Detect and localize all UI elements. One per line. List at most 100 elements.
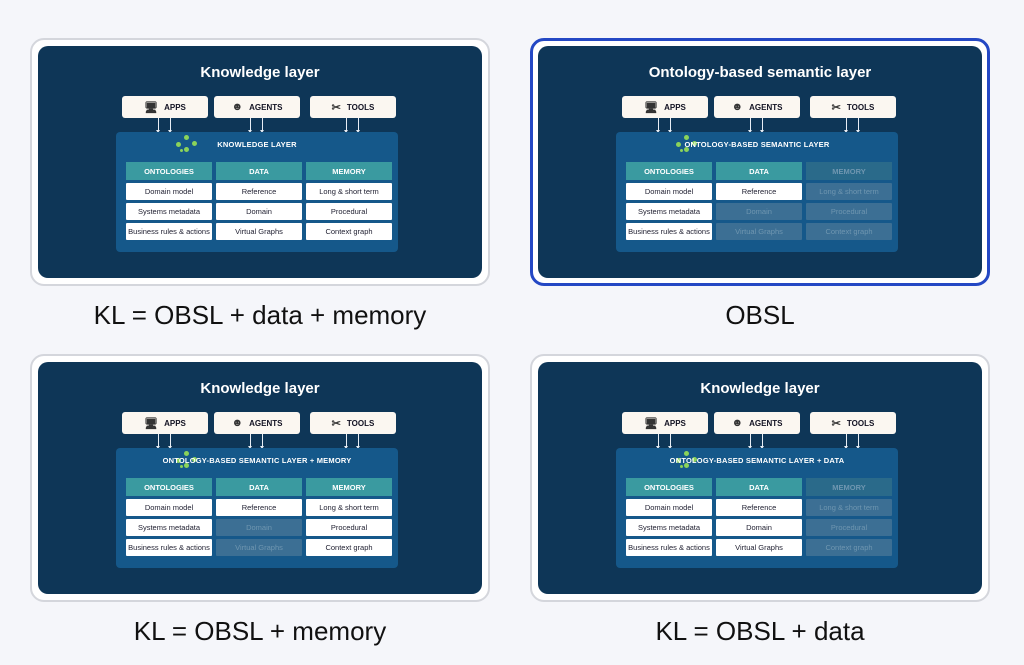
client-label: APPS	[664, 102, 686, 112]
client-label: APPS	[164, 418, 186, 428]
app-window-icon: 🖥	[644, 101, 659, 114]
app-window-icon: 🖥	[144, 101, 159, 114]
panel-caption: KL = OBSL + data + memory	[93, 300, 427, 330]
agent-head-icon: ☻	[231, 417, 244, 429]
column-header: MEMORY	[306, 162, 392, 180]
panel-caption: OBSL	[725, 300, 795, 330]
client-box: 🖥 APPS	[622, 412, 708, 434]
arrow	[344, 434, 348, 449]
arrow	[156, 118, 160, 133]
client-label: AGENTS	[749, 102, 783, 112]
arrow	[668, 434, 672, 449]
app-window-icon: 🖥	[144, 417, 159, 430]
client-box: ✂TOOLS	[810, 412, 896, 434]
column-cell: Context graph	[806, 223, 892, 240]
diagram-panel: Ontology-based semantic layer 🖥 APPS ☻AGENT…	[538, 46, 982, 278]
column-cell: Systems metadata	[126, 519, 212, 536]
client-box: 🖥APPS	[122, 96, 208, 118]
client-label: APPS	[664, 418, 686, 428]
column-cell: Virtual Graphs	[716, 539, 802, 556]
layer-title: ONTOLOGY-BASED SEMANTIC LAYER + MEMORY	[162, 456, 352, 465]
column-cell: Procedural	[806, 519, 892, 536]
app-window-icon: 🖥	[644, 417, 659, 430]
client-box: ☻AGENTS	[714, 96, 800, 118]
column-cell: Business rules & actions	[626, 539, 712, 556]
arrow	[356, 434, 360, 449]
arrow	[748, 434, 752, 449]
arrow	[168, 434, 172, 449]
layer-title: ONTOLOGY-BASED SEMANTIC LAYER	[684, 140, 830, 149]
column-header: ONTOLOGIES	[126, 162, 212, 180]
column-cell: Procedural	[806, 203, 892, 220]
column-header: DATA	[216, 162, 302, 180]
column-cell: Domain model	[126, 183, 212, 200]
arrow	[760, 434, 764, 449]
tools-icon: ✂	[331, 417, 341, 430]
column-header: ONTOLOGIES	[626, 478, 712, 496]
client-box: ☻ AGENTS	[214, 412, 300, 434]
column-cell: Domain model	[626, 499, 712, 516]
client-box: ☻AGENTS	[214, 96, 300, 118]
graph-logo-icon	[176, 451, 198, 471]
diagram-card[interactable]: Ontology-based semantic layer 🖥 APPS ☻AGENT…	[530, 38, 990, 286]
column-cell: Systems metadata	[126, 203, 212, 220]
column-cell: Procedural	[306, 519, 392, 536]
column-cell: Business rules & actions	[126, 223, 212, 240]
column-cell: Procedural	[306, 203, 392, 220]
graph-logo-icon	[676, 135, 698, 155]
column-header: DATA	[716, 162, 802, 180]
column-cell: Virtual Graphs	[216, 223, 302, 240]
arrow	[168, 118, 172, 133]
column-header: ONTOLOGIES	[626, 162, 712, 180]
arrow	[656, 118, 660, 133]
panel-title: Knowledge layer	[200, 64, 320, 81]
arrow	[748, 118, 752, 133]
column-cell: Domain	[216, 203, 302, 220]
clients-row: 🖥APPS ☻AGENTS ✂TOOLS	[122, 96, 398, 118]
arrow	[260, 118, 264, 133]
graph-logo-icon	[676, 451, 698, 471]
layer-box: ONTOLOGY-BASED SEMANTIC LAYER + MEMORY ON…	[116, 448, 398, 568]
client-box: ✂TOOLS	[310, 96, 396, 118]
column-header: DATA	[216, 478, 302, 496]
column-cell: Reference	[716, 499, 802, 516]
tools-icon: ✂	[831, 101, 841, 114]
column-cell: Business rules & actions	[126, 539, 212, 556]
panel-title: Ontology-based semantic layer	[648, 64, 872, 81]
column-cell: Reference	[216, 183, 302, 200]
column-cell: Domain	[716, 203, 802, 220]
client-label: AGENTS	[249, 418, 283, 428]
column-cell: Systems metadata	[626, 203, 712, 220]
arrow	[656, 434, 660, 449]
column-cell: Domain	[716, 519, 802, 536]
layer-title: ONTOLOGY-BASED SEMANTIC LAYER + DATA	[669, 456, 845, 465]
column-cell: Reference	[716, 183, 802, 200]
arrow	[356, 118, 360, 133]
column-cell: Domain	[216, 519, 302, 536]
clients-row: 🖥APPS☻AGENTS✂TOOLS	[122, 412, 398, 434]
arrow	[248, 118, 252, 133]
clients-row: 🖥APPS☻AGENTS✂TOOLS	[622, 412, 898, 434]
column-header: MEMORY	[806, 478, 892, 496]
column-cell: Long & short term	[306, 183, 392, 200]
arrow	[248, 434, 252, 449]
column-cell: Reference	[216, 499, 302, 516]
column-cell: Long & short term	[806, 499, 892, 516]
column-cell: Context graph	[306, 223, 392, 240]
column-cell: Virtual Graphs	[216, 539, 302, 556]
